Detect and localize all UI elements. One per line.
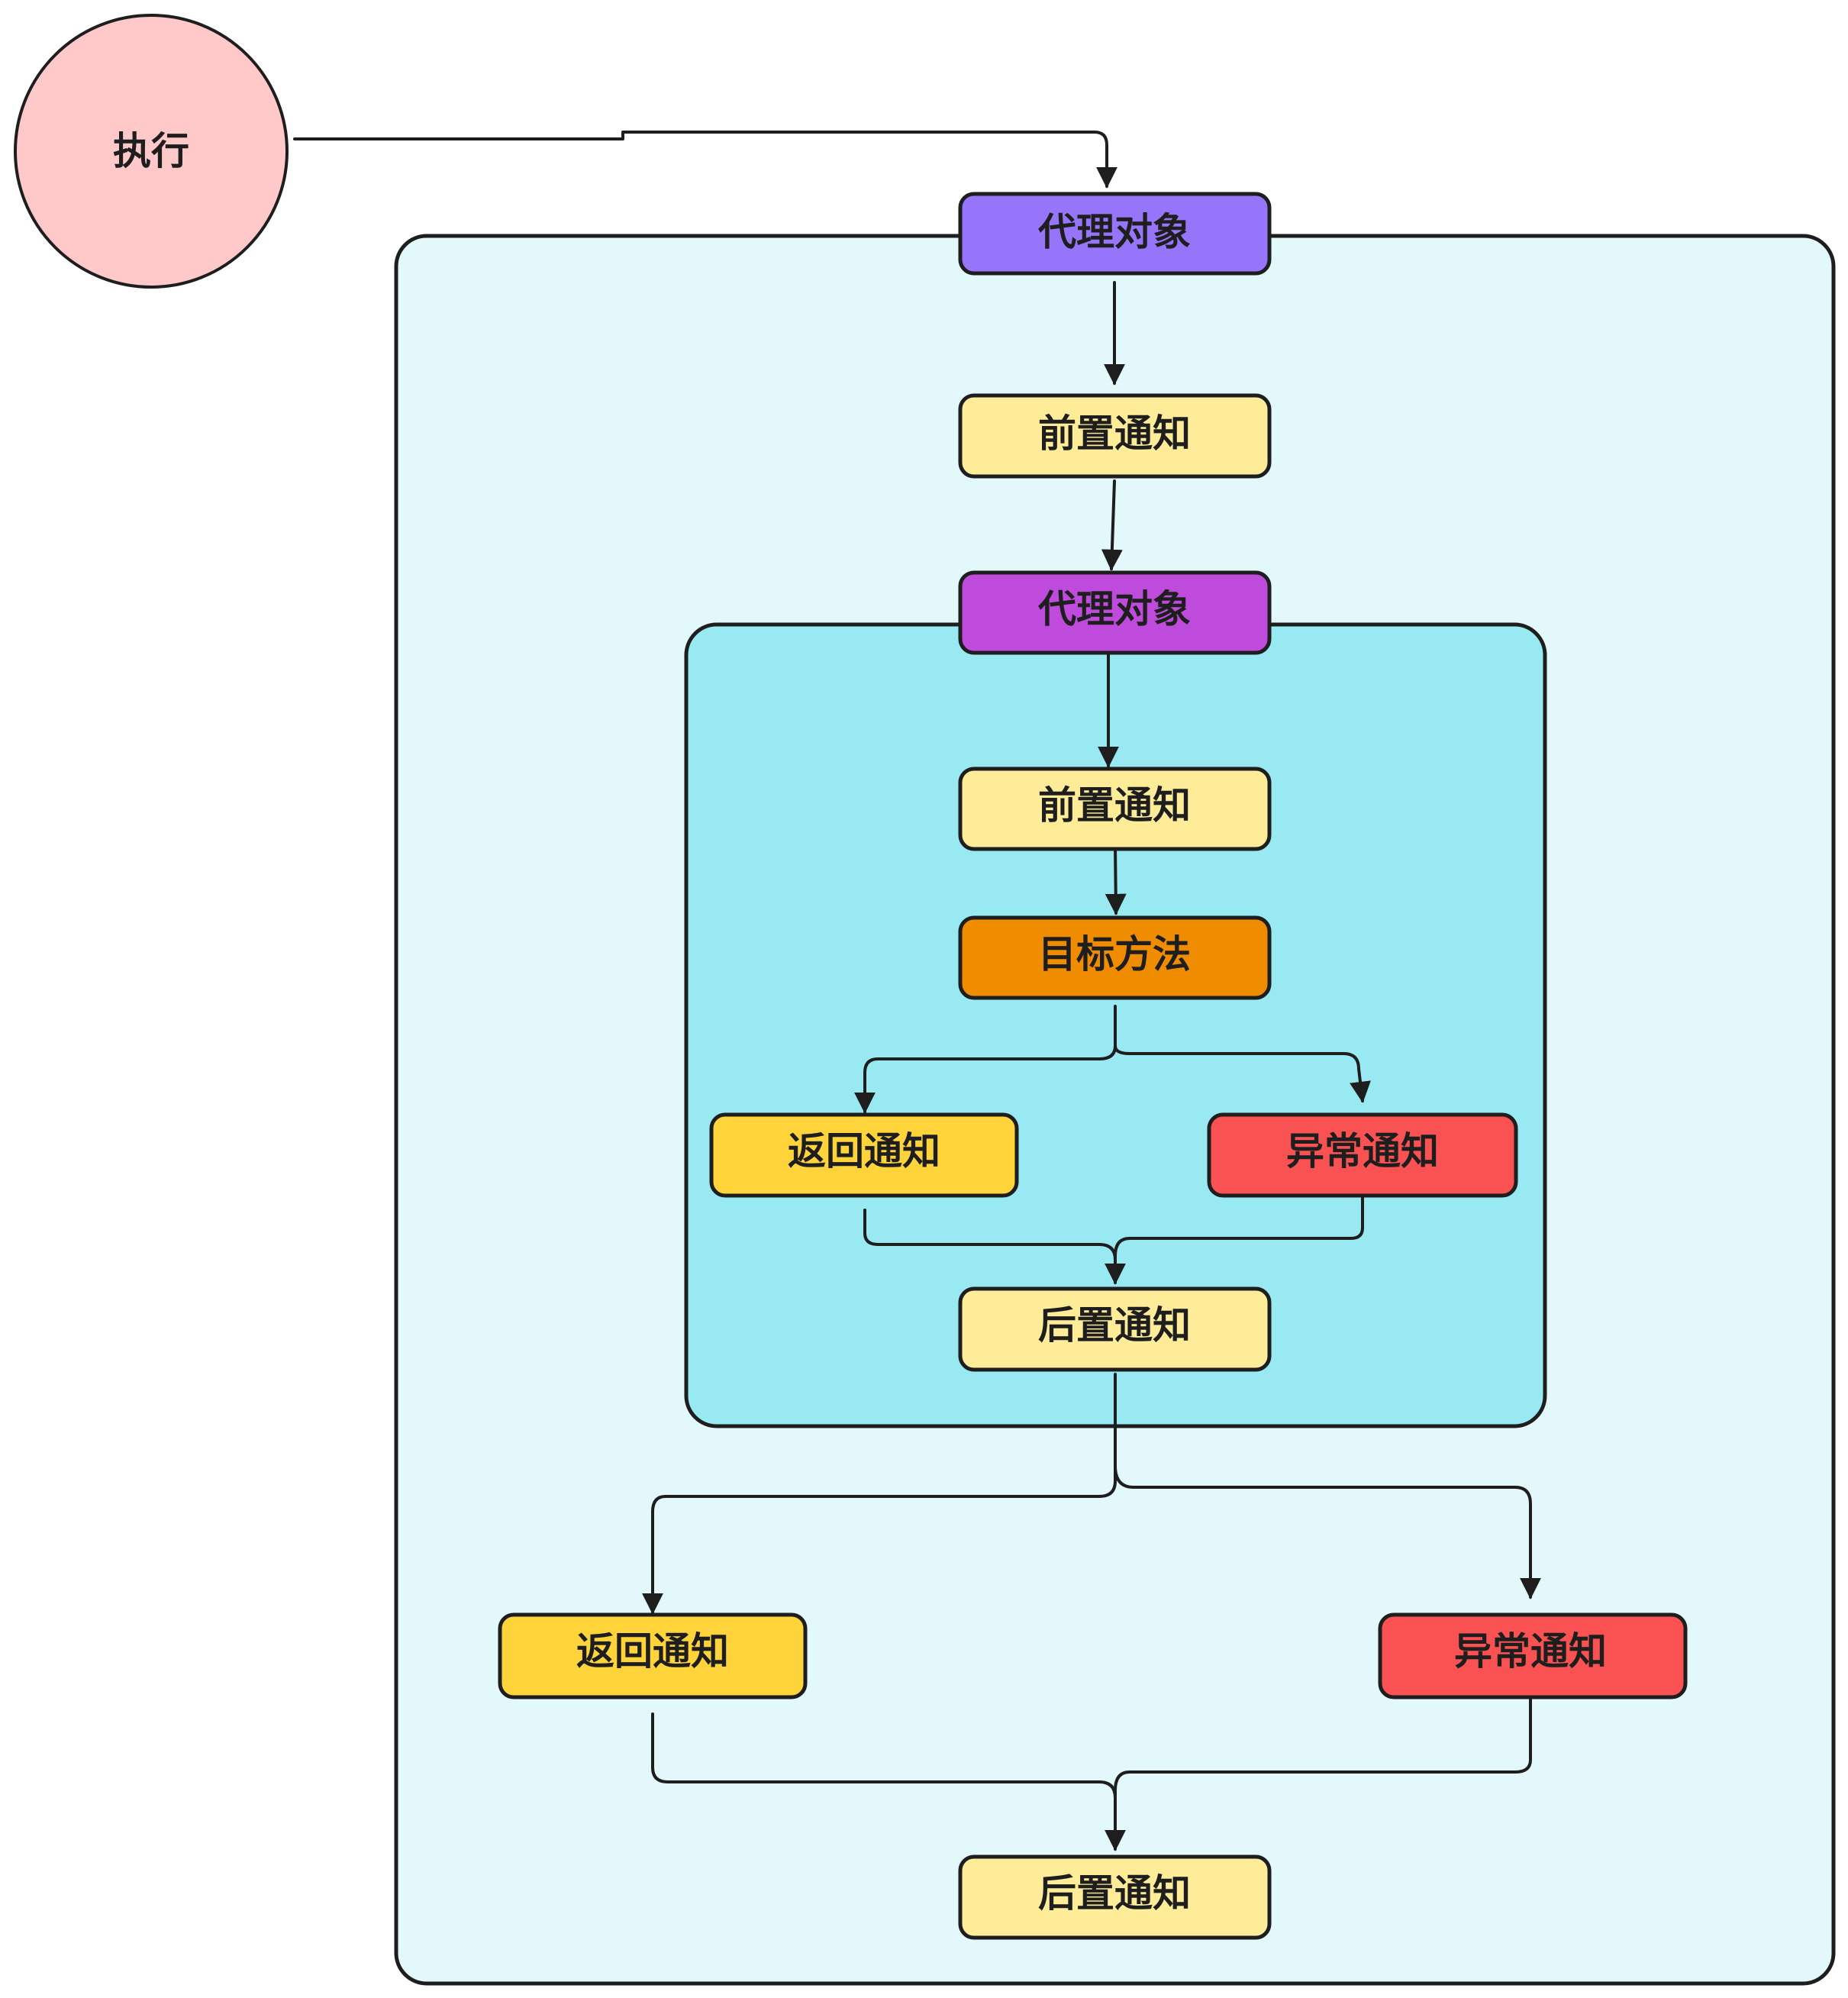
outer-before-box bbox=[958, 393, 1272, 479]
edge-outer-return-to-outer-after bbox=[651, 1712, 1117, 1799]
outer-return-label: 返回通知 bbox=[576, 1629, 729, 1674]
outer-after-label: 后置通知 bbox=[1038, 1871, 1191, 1916]
inner-before-node[interactable]: 前置通知 bbox=[958, 767, 1272, 851]
target-method-label: 目标方法 bbox=[1038, 932, 1191, 976]
outer-proxy-label: 代理对象 bbox=[1037, 210, 1191, 254]
inner-proxy-box bbox=[958, 570, 1272, 655]
inner-after-box bbox=[958, 1286, 1272, 1372]
inner-exception-node[interactable]: 异常通知 bbox=[1207, 1112, 1518, 1198]
edge-target-to-inner-exception bbox=[1114, 1044, 1371, 1103]
outer-exception-label: 异常通知 bbox=[1454, 1629, 1607, 1674]
target-method-box bbox=[958, 915, 1272, 1000]
edge-target-to-inner-return bbox=[854, 1005, 1117, 1114]
inner-exception-label: 异常通知 bbox=[1286, 1129, 1439, 1173]
edge-outer-exception-to-outer-after bbox=[1105, 1695, 1532, 1851]
inner-before-box bbox=[958, 767, 1272, 851]
target-method-node[interactable]: 目标方法 bbox=[958, 915, 1272, 1000]
inner-return-label: 返回通知 bbox=[788, 1129, 940, 1173]
edges bbox=[293, 131, 1541, 1851]
start-label: 执行 bbox=[113, 129, 189, 173]
inner-exception-box bbox=[1207, 1112, 1518, 1198]
outer-before-label: 前置通知 bbox=[1038, 412, 1191, 456]
edge-inner-return-to-inner-after bbox=[863, 1209, 1117, 1261]
edge-inner-after-to-outer-return bbox=[642, 1373, 1117, 1615]
start-circle bbox=[14, 14, 289, 289]
outer-return-box bbox=[498, 1612, 808, 1699]
outer-return-node[interactable]: 返回通知 bbox=[498, 1612, 808, 1699]
outer-after-node[interactable]: 后置通知 bbox=[958, 1854, 1272, 1940]
outer-exception-node[interactable]: 异常通知 bbox=[1378, 1612, 1688, 1699]
outer-before-node[interactable]: 前置通知 bbox=[958, 393, 1272, 479]
edge-outer-before-to-inner-proxy bbox=[1101, 479, 1123, 571]
edge-inner-before-to-target bbox=[1105, 844, 1127, 915]
outer-exception-box bbox=[1378, 1612, 1688, 1699]
inner-before-label: 前置通知 bbox=[1038, 783, 1191, 828]
inner-return-box bbox=[709, 1112, 1019, 1198]
inner-after-node[interactable]: 后置通知 bbox=[958, 1286, 1272, 1372]
edge-inner-after-to-outer-exception bbox=[1114, 1464, 1541, 1599]
outer-proxy-node[interactable]: 代理对象 bbox=[958, 192, 1272, 276]
outer-proxy-box bbox=[958, 192, 1272, 276]
inner-return-node[interactable]: 返回通知 bbox=[709, 1112, 1019, 1198]
start-node[interactable]: 执行 bbox=[14, 14, 289, 289]
inner-after-label: 后置通知 bbox=[1038, 1303, 1191, 1348]
inner-proxy-label: 代理对象 bbox=[1037, 587, 1191, 631]
inner-proxy-node[interactable]: 代理对象 bbox=[958, 570, 1272, 655]
edge-start-to-outer-proxy bbox=[293, 131, 1118, 189]
outer-after-box bbox=[958, 1854, 1272, 1940]
edge-inner-exception-to-inner-after bbox=[1105, 1196, 1364, 1285]
